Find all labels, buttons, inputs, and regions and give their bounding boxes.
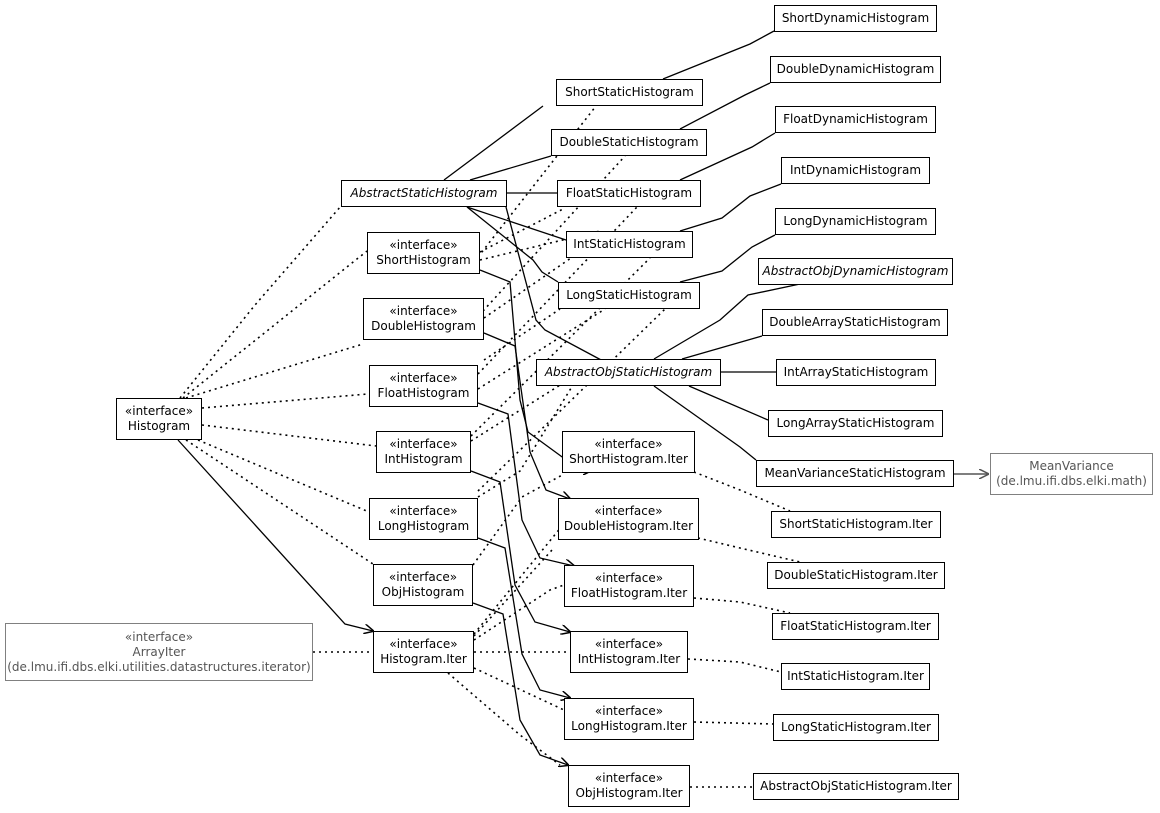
implements-edge (182, 250, 368, 399)
node-long-static-histogram-iter[interactable]: LongStaticHistogram.Iter (773, 714, 939, 741)
extends-edge (653, 385, 757, 461)
extends-edge (177, 439, 373, 631)
node-float-dynamic-histogram[interactable]: FloatDynamicHistogram (775, 106, 936, 133)
node-mean-variance-static-histogram[interactable]: MeanVarianceStaticHistogram (756, 460, 954, 487)
implements-edge (693, 597, 791, 614)
node-float-static-histogram-iter[interactable]: FloatStaticHistogram.Iter (772, 613, 939, 640)
extends-edge (477, 402, 574, 566)
node-double-array-static-histogram[interactable]: DoubleArrayStaticHistogram (762, 309, 948, 336)
implements-edge (697, 537, 801, 563)
extends-edge (466, 206, 567, 241)
implements-edge (185, 343, 364, 399)
extends-edge (477, 537, 570, 698)
implements-edge (687, 658, 782, 673)
node-short-histogram-iter[interactable]: «interface»ShortHistogram.Iter (562, 431, 695, 473)
node-short-histogram[interactable]: «interface»ShortHistogram (367, 232, 480, 274)
extends-edge (653, 283, 801, 360)
implements-edge (477, 308, 606, 390)
implements-edge (693, 721, 774, 725)
extends-edge (679, 132, 776, 181)
node-int-dynamic-histogram[interactable]: IntDynamicHistogram (781, 157, 930, 184)
implements-edge (447, 672, 561, 766)
node-obj-histogram[interactable]: «interface»ObjHistogram (373, 564, 473, 606)
implements-edge (473, 667, 565, 711)
node-int-histogram-iter[interactable]: «interface»IntHistogram.Iter (570, 631, 688, 673)
implements-edge (483, 308, 561, 361)
implements-edge (693, 471, 791, 512)
implements-edge (473, 584, 565, 641)
node-abstract-static-histogram[interactable]: AbstractStaticHistogram (341, 180, 507, 207)
node-double-histogram[interactable]: «interface»DoubleHistogram (363, 298, 484, 340)
implements-edge (477, 308, 666, 492)
extends-edge (505, 206, 604, 362)
node-long-histogram[interactable]: «interface»LongHistogram (369, 498, 478, 540)
node-double-dynamic-histogram[interactable]: DoubleDynamicHistogram (770, 56, 941, 83)
extends-edge (681, 335, 763, 360)
extends-edge (469, 155, 552, 181)
node-double-histogram-iter[interactable]: «interface»DoubleHistogram.Iter (558, 498, 699, 540)
extends-edge (679, 82, 771, 130)
node-histogram-iter[interactable]: «interface»Histogram.Iter (373, 631, 474, 673)
node-int-static-histogram[interactable]: IntStaticHistogram (566, 231, 693, 258)
node-array-iter-external[interactable]: «interface»ArrayIter(de.lmu.ifi.dbs.elki… (5, 623, 313, 681)
implements-edge (472, 473, 565, 566)
node-histogram[interactable]: «interface»Histogram (116, 398, 202, 440)
node-long-array-static-histogram[interactable]: LongArrayStaticHistogram (768, 410, 943, 437)
extends-edge (679, 183, 782, 232)
node-long-static-histogram[interactable]: LongStaticHistogram (558, 282, 700, 309)
node-mean-variance-external[interactable]: MeanVariance(de.lmu.ifi.dbs.elki.math) (990, 453, 1153, 495)
node-int-static-histogram-iter[interactable]: IntStaticHistogram.Iter (781, 663, 930, 690)
extends-edge (679, 234, 776, 283)
implements-edge (473, 549, 553, 637)
node-float-static-histogram[interactable]: FloatStaticHistogram (557, 180, 701, 207)
node-short-dynamic-histogram[interactable]: ShortDynamicHistogram (774, 5, 937, 32)
extends-edge (443, 105, 544, 181)
node-short-static-histogram[interactable]: ShortStaticHistogram (556, 79, 703, 106)
implements-edge (201, 393, 369, 409)
node-long-dynamic-histogram[interactable]: LongDynamicHistogram (775, 208, 936, 235)
node-obj-histogram-iter[interactable]: «interface»ObjHistogram.Iter (568, 765, 690, 807)
implements-edge (201, 424, 377, 447)
node-abstract-obj-dynamic-histogram[interactable]: AbstractObjDynamicHistogram (758, 258, 953, 285)
node-abstract-obj-static-histogram-iter[interactable]: AbstractObjStaticHistogram.Iter (753, 773, 959, 800)
node-long-histogram-iter[interactable]: «interface»LongHistogram.Iter (564, 698, 694, 740)
extends-edge (483, 332, 570, 499)
node-double-static-histogram-iter[interactable]: DoubleStaticHistogram.Iter (767, 562, 945, 589)
node-float-histogram-iter[interactable]: «interface»FloatHistogram.Iter (564, 565, 694, 607)
node-float-histogram[interactable]: «interface»FloatHistogram (369, 365, 478, 407)
implements-edge (197, 439, 370, 513)
extends-edge (662, 30, 775, 80)
node-short-static-histogram-iter[interactable]: ShortStaticHistogram.Iter (771, 511, 941, 538)
node-abstract-obj-static-histogram[interactable]: AbstractObjStaticHistogram (536, 359, 721, 386)
implements-edge (479, 207, 566, 253)
implements-edge (185, 439, 377, 567)
implements-edge (477, 384, 574, 498)
implements-edge (473, 525, 563, 635)
extends-edge (466, 206, 559, 283)
extends-edge (470, 470, 570, 632)
implements-edge (477, 105, 597, 258)
node-int-array-static-histogram[interactable]: IntArrayStaticHistogram (776, 359, 936, 386)
extends-edge (688, 385, 769, 421)
node-int-histogram[interactable]: «interface»IntHistogram (376, 431, 471, 473)
implements-edge (179, 205, 342, 399)
node-double-static-histogram[interactable]: DoubleStaticHistogram (551, 129, 707, 156)
